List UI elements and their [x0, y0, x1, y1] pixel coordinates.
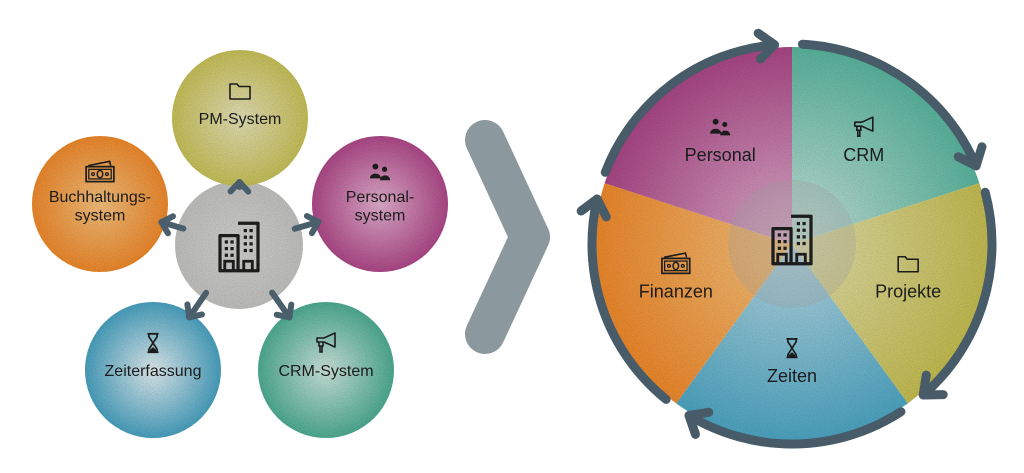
node-label: Personal-system: [346, 189, 414, 224]
node-label: CRM: [843, 145, 884, 165]
arrowhead-pm: [227, 178, 252, 195]
node-label: Zeiten: [767, 366, 817, 386]
node-circle: [312, 136, 448, 272]
node-circle: [172, 50, 308, 186]
node-label: PM-System: [199, 111, 282, 128]
node-label: Projekte: [875, 282, 941, 302]
node-label: Buchhaltungs-system: [49, 189, 151, 224]
node-label: Finanzen: [639, 282, 713, 302]
cycle-arrowhead: [918, 370, 948, 400]
cycle-arrowhead: [576, 194, 611, 222]
segment-fill: [604, 47, 792, 244]
arrowhead-crm: [273, 301, 295, 321]
arrow-crm: [269, 289, 293, 321]
node-label: CRM-System: [278, 363, 373, 380]
arrowhead-personal: [303, 213, 322, 237]
node-label: Personal: [685, 145, 756, 165]
system-node-personal: Personal-system: [312, 136, 448, 272]
segment-fill: [792, 183, 989, 404]
cycle-arc: [918, 187, 997, 400]
system-node-zeit: Zeiterfassung: [85, 302, 221, 438]
chevron-right-icon: [465, 120, 550, 354]
system-node-crm: CRM-System: [258, 302, 394, 438]
cycle-arc: [600, 40, 780, 177]
wheel-segment-personal: Personal: [604, 47, 792, 244]
cycle-arc: [587, 194, 671, 404]
arrowhead-zeit: [184, 301, 205, 321]
cycle-arrowhead: [684, 407, 714, 439]
arrowhead-buch: [158, 213, 177, 237]
segment-fill: [792, 47, 980, 244]
arrow-zeit: [186, 289, 210, 321]
cycle-arrowhead: [753, 28, 780, 64]
segment-fill: [595, 183, 792, 404]
system-node-pm: PM-System: [172, 50, 308, 186]
cycle-arc: [797, 39, 981, 171]
cycle-arc: [684, 407, 906, 449]
system-node-buch: Buchhaltungs-system: [32, 136, 168, 272]
node-circle: [85, 302, 221, 438]
wheel-segment-projekte: Projekte: [792, 183, 989, 404]
wheel-segment-zeiten: Zeiten: [676, 244, 908, 442]
node-label: Zeiterfassung: [105, 363, 202, 380]
wheel-segment-crm: CRM: [792, 47, 980, 244]
cycle-arrowhead: [953, 142, 987, 171]
node-circle: [258, 302, 394, 438]
segment-fill: [676, 244, 908, 442]
wheel-segment-finanzen: Finanzen: [595, 183, 792, 404]
node-circle: [32, 136, 168, 272]
